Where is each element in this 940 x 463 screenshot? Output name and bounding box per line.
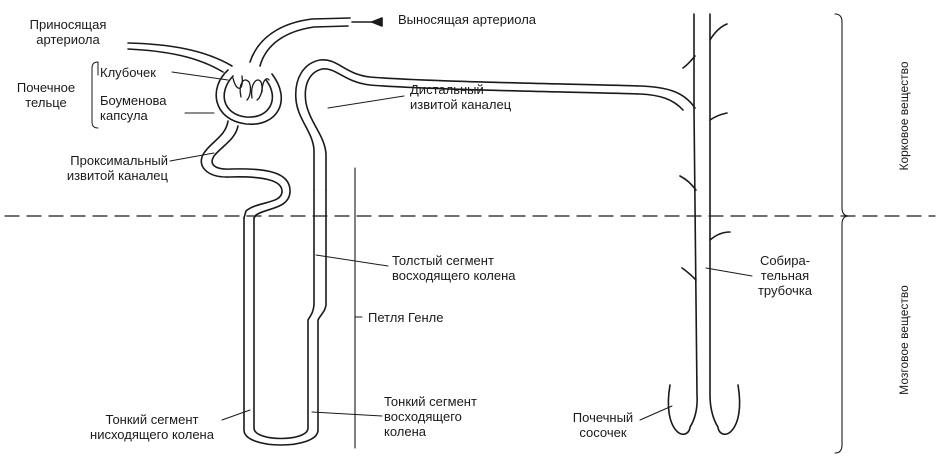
proximal-label-line2: извитой каналец <box>66 168 168 183</box>
cortex-zone-label: Корковое вещество <box>897 61 911 171</box>
papilla-label-line1: Почечный <box>572 410 634 425</box>
distal-leader <box>327 95 405 109</box>
thin-ascending-leader <box>311 411 383 417</box>
papilla-label-line2: сосочек <box>579 425 627 440</box>
proximal-tubule-label: Проксимальный извитой каналец <box>10 153 168 183</box>
renal-papilla <box>667 384 741 436</box>
thick-label-line2: восходящего колена <box>392 268 516 283</box>
corpuscle-label-line2: тельце <box>25 95 67 110</box>
cortex-bracket <box>834 13 850 217</box>
thin-descending-label: Тонкий сегмент нисходящего колена <box>66 412 238 442</box>
collecting-label-line3: трубочка <box>757 283 813 298</box>
collecting-label-line1: Собира- <box>759 253 811 268</box>
collecting-duct <box>679 13 731 428</box>
thick-label-line1: Толстый сегмент <box>392 253 494 268</box>
collecting-leader <box>705 267 753 277</box>
loop-of-henle <box>243 189 327 446</box>
renal-corpuscle-label: Почечное тельце <box>6 80 86 110</box>
distal-label-line1: Дистальный <box>410 82 484 97</box>
afferent-arteriole-label: Приносящая артериола <box>14 17 122 47</box>
thin-ascending-label: Тонкий сегмент восходящего колена <box>384 394 477 439</box>
loop-of-henle-label: Петля Генле <box>368 310 444 325</box>
corpuscle-bracket <box>91 61 99 129</box>
bowman-capsule-label: Боуменова капсула <box>100 93 167 123</box>
bowman-capsule <box>215 69 283 125</box>
proximal-convoluted-tubule <box>200 120 291 219</box>
distal-convoluted-tubule <box>295 59 696 191</box>
distal-label-line2: извитой каналец <box>410 97 512 112</box>
renal-papilla-label: Почечный сосочек <box>562 410 644 440</box>
bowman-label-line2: капсула <box>100 108 148 123</box>
efferent-arteriole <box>249 17 383 67</box>
corpuscle-label-line1: Почечное <box>16 80 76 95</box>
thick-segment-leader <box>315 254 389 267</box>
thin-desc-label-line1: Тонкий сегмент <box>105 412 199 427</box>
distal-tubule-label: Дистальный извитой каналец <box>410 82 511 112</box>
afferent-label-line2: артериола <box>36 32 100 47</box>
glomerulus-label: Клубочек <box>100 65 156 80</box>
papilla-leader <box>639 405 673 421</box>
thin-desc-label-line2: нисходящего колена <box>90 427 214 442</box>
medulla-zone-label: Мозговое вещество <box>897 285 911 395</box>
proximal-leader <box>169 152 215 162</box>
leader-lines <box>91 61 753 421</box>
afferent-arteriole <box>127 42 233 73</box>
thin-descending-leader <box>221 409 251 421</box>
collecting-duct-label: Собира- тельная трубочка <box>746 253 824 298</box>
thin-asc-label-line2: восходящего <box>384 409 462 424</box>
medulla-bracket <box>834 215 850 454</box>
collecting-label-line2: тельная <box>760 268 810 283</box>
thin-asc-label-line3: колена <box>384 424 427 439</box>
afferent-label-line1: Приносящая <box>29 17 107 32</box>
proximal-label-line1: Проксимальный <box>70 153 168 168</box>
glomerulus <box>232 75 270 101</box>
bowman-label-line1: Боуменова <box>100 93 167 108</box>
efferent-arteriole-label: Выносящая артериола <box>398 12 537 27</box>
thin-asc-label-line1: Тонкий сегмент <box>384 394 477 409</box>
glomerulus-leader <box>171 71 229 81</box>
thick-segment-label: Толстый сегмент восходящего колена <box>392 253 516 283</box>
